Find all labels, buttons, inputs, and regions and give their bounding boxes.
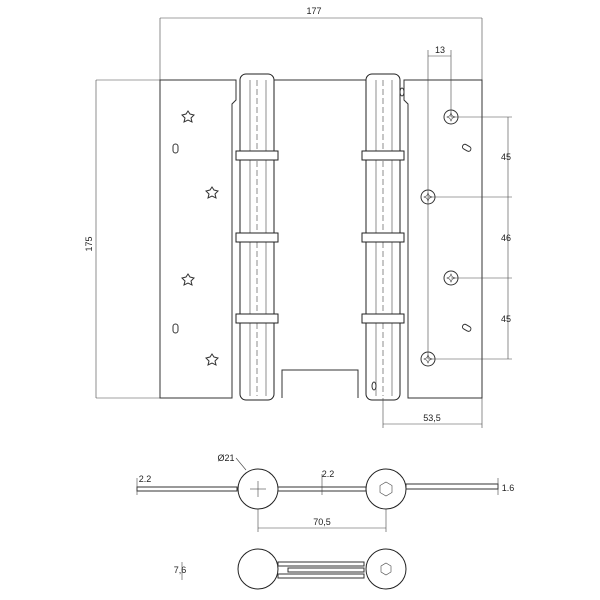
dim-axis-distance-label: 70,5 — [313, 517, 331, 527]
screw-hole-icon — [181, 273, 195, 286]
dim-plate-thickness-left-label: 2.2 — [139, 474, 152, 484]
dim-knuckle-diameter-label: Ø21 — [217, 453, 234, 463]
left-knuckle — [235, 73, 279, 401]
dim-overall-width: 177 — [159, 6, 483, 80]
screw-hole-icon — [181, 110, 195, 123]
dim-hole-offset: 13 — [427, 45, 452, 359]
dim-height: 175 — [84, 79, 160, 399]
screw-hole-icon — [205, 353, 219, 366]
slot-icon — [461, 323, 472, 332]
dim-plate-thickness-right-label: 1.6 — [502, 483, 515, 493]
screw-hole-icon — [205, 186, 219, 199]
slot-icon — [461, 143, 472, 152]
hex-socket-icon — [380, 562, 392, 576]
knuckle-circle-folded-right — [365, 548, 407, 590]
dim-hole-spacing-3-label: 45 — [501, 314, 511, 324]
right-leaf — [403, 79, 483, 399]
dim-plate-thickness-center-label: 2.2 — [322, 469, 335, 479]
dim-height-label: 175 — [84, 236, 94, 251]
dim-hole-spacing-2-label: 46 — [501, 233, 511, 243]
knuckle-circle-folded-left — [237, 548, 279, 590]
dim-leaf-width: 53,5 — [382, 398, 483, 428]
dim-hole-spacing: 45 46 45 — [428, 116, 512, 360]
knuckle-circle-right — [365, 468, 407, 510]
slot-icon — [172, 323, 179, 334]
dim-folded-thickness-label: 7,6 — [174, 565, 187, 575]
dim-hole-spacing-1-label: 45 — [501, 152, 511, 162]
left-leaf — [159, 79, 237, 399]
hex-socket-icon — [379, 481, 393, 497]
slot-icon — [172, 143, 179, 154]
center-plate — [274, 79, 366, 398]
dim-hole-offset-label: 13 — [435, 45, 445, 55]
front-view: 177 175 — [84, 6, 512, 428]
right-knuckle — [361, 73, 405, 401]
top-view-open: 2.2 Ø21 2.2 1.6 70,5 — [136, 453, 515, 532]
dim-overall-width-label: 177 — [306, 6, 321, 16]
dim-leaf-width-label: 53,5 — [423, 413, 441, 423]
top-view-folded: 7,6 — [174, 548, 407, 590]
